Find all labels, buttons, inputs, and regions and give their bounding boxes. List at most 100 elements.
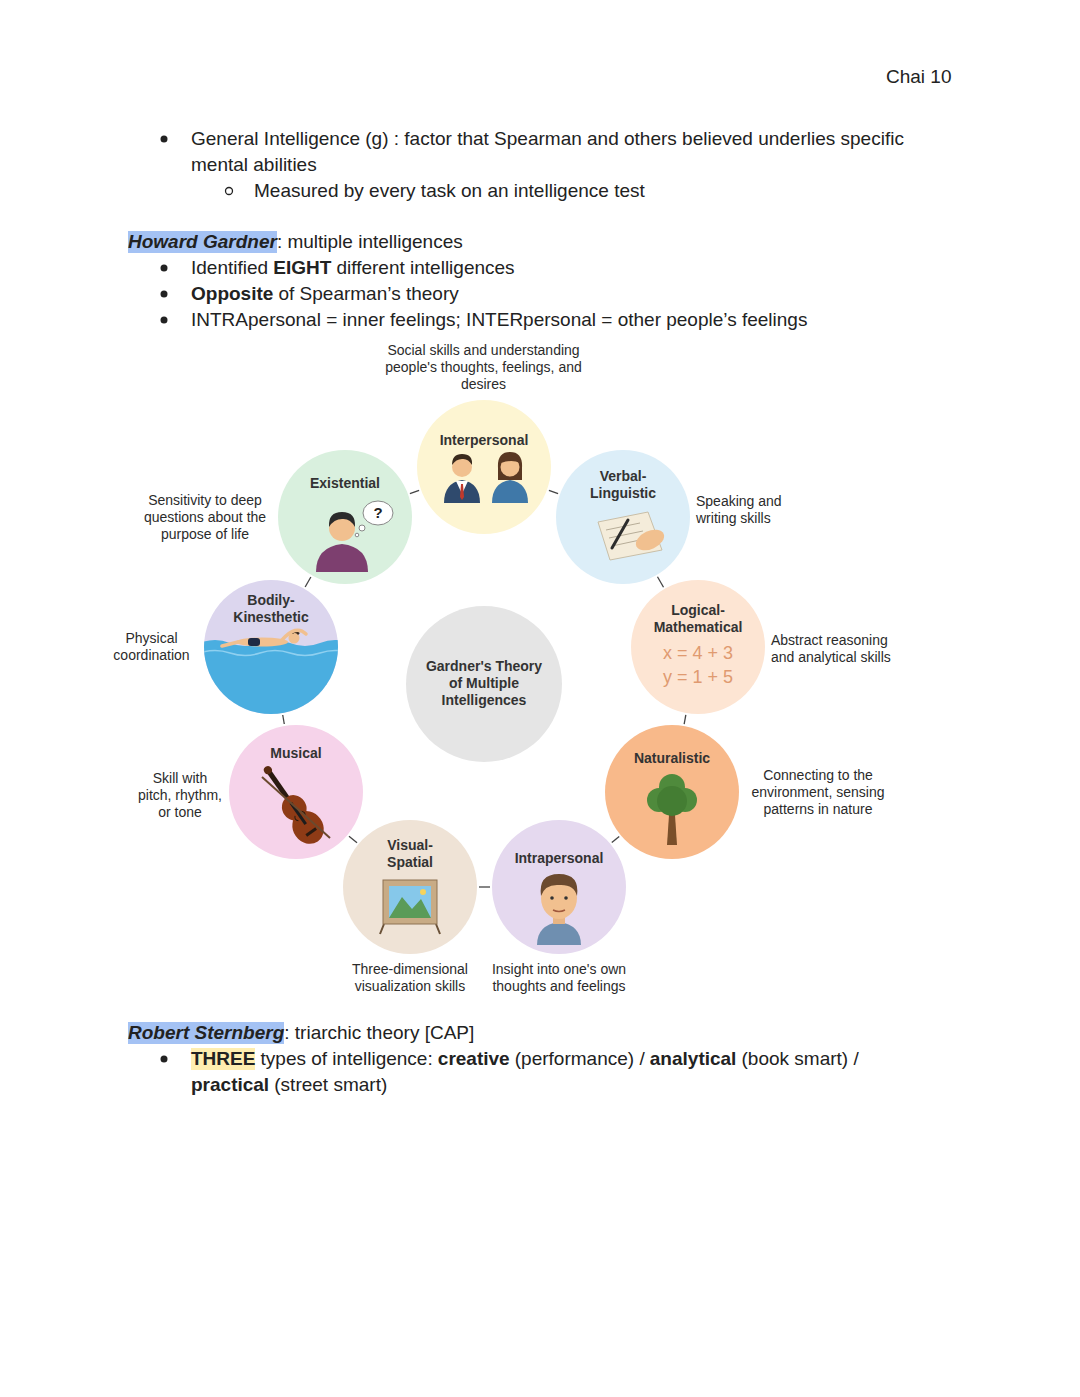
- intelligence-circle: Logical- Mathematicalx = 4 + 3y = 1 + 5A…: [631, 580, 765, 714]
- note-line: General Intelligence (g) : factor that S…: [191, 126, 931, 178]
- people-icon: [501, 456, 520, 463]
- swimmer-icon: [236, 638, 288, 647]
- text-slot: Physical coordination: [104, 630, 199, 664]
- swimmer-icon: [248, 638, 260, 646]
- landscape-picture-icon: [420, 889, 426, 895]
- landscape-picture-icon: [389, 897, 431, 918]
- list-bullets: [161, 265, 168, 272]
- ring-connector: [479, 886, 490, 887]
- text-slot: Intrapersonal: [504, 850, 614, 867]
- list-bullets: [161, 317, 168, 324]
- circle-title: Intrapersonal: [504, 850, 614, 867]
- circle-fill: [605, 725, 739, 859]
- text-slot: Gardner's Theory of Multiple Intelligenc…: [421, 658, 547, 709]
- note-text: analytical: [650, 1046, 737, 1072]
- note-text: creative: [438, 1046, 510, 1072]
- highlighted-term: Howard Gardner: [128, 231, 277, 253]
- list-bullets: [161, 1056, 168, 1063]
- highlighted-term: Robert Sternberg: [128, 1022, 284, 1044]
- text-slot: Connecting to the environment, sensing p…: [743, 767, 893, 818]
- text-slot: Social skills and understanding people's…: [376, 342, 591, 393]
- text-slot: Insight into one's own thoughts and feel…: [489, 961, 629, 995]
- text-slot: Visual- Spatial: [370, 837, 450, 871]
- intelligence-circle: MusicalSkill with pitch, rhythm, or tone: [229, 725, 363, 859]
- list-bullets: [161, 136, 168, 143]
- circle-fill: [631, 580, 765, 714]
- note-text: types of intelligence:: [261, 1046, 433, 1072]
- ring-connector: [410, 490, 419, 493]
- note-text: Measured by every task on an intelligenc…: [254, 180, 645, 201]
- intelligence-circle: NaturalisticConnecting to the environmen…: [605, 725, 739, 859]
- intelligence-circle: Bodily- KinestheticPhysical coordination: [204, 580, 338, 714]
- thinker-icon: [355, 533, 359, 537]
- description: Abstract reasoning and analytical skills: [771, 632, 911, 666]
- circle-title: Musical: [246, 745, 346, 762]
- text-slot: Speaking and writing skills: [696, 493, 806, 527]
- note-text: : multiple intelligences: [277, 229, 463, 255]
- description: Sensitivity to deep questions about the …: [142, 492, 268, 543]
- note-text: EIGHT: [273, 255, 331, 281]
- ring-connector: [549, 490, 558, 493]
- note-text: INTRApersonal = inner feelings; INTERper…: [191, 309, 807, 330]
- highlighted-term: THREE: [191, 1048, 255, 1070]
- circle-title: Interpersonal: [429, 432, 539, 449]
- ring-connector: [349, 836, 357, 843]
- note-text: : triarchic theory [CAP]: [284, 1020, 474, 1046]
- water-icon: [200, 651, 350, 656]
- text-slot: x = 4 + 3: [648, 642, 748, 664]
- writing-icon: [612, 520, 628, 548]
- text-slot: Skill with pitch, rhythm, or tone: [135, 770, 225, 821]
- face-icon: [553, 910, 565, 912]
- thinker-icon: [359, 525, 365, 531]
- face-icon: [564, 896, 568, 900]
- note-line: Chai 10: [886, 64, 952, 90]
- swimmer-icon: [222, 642, 238, 646]
- note-text: different intelligences: [336, 255, 514, 281]
- intelligence-circle: InterpersonalSocial skills and understan…: [417, 400, 551, 534]
- text-slot: Naturalistic: [617, 750, 727, 767]
- intelligence-circle: Verbal- LinguisticSpeaking and writing s…: [556, 450, 690, 584]
- text-slot: ?: [368, 504, 388, 522]
- circle-fill: [492, 820, 626, 954]
- description: Physical coordination: [104, 630, 199, 664]
- intelligence-circle: Gardner's Theory of Multiple Intelligenc…: [406, 606, 562, 762]
- note-line: Measured by every task on an intelligenc…: [254, 178, 954, 204]
- ring-connector: [684, 715, 686, 724]
- note-text: (performance) /: [515, 1046, 645, 1072]
- note-text: Opposite: [191, 281, 273, 307]
- landscape-picture-icon: [389, 886, 431, 918]
- note-line: Howard Gardner: multiple intelligences: [128, 229, 463, 255]
- description: Social skills and understanding people's…: [376, 342, 591, 393]
- note-text: Identified: [191, 255, 268, 281]
- circle-title: Logical- Mathematical: [643, 602, 753, 636]
- list-bullets: [161, 291, 168, 298]
- violin-icon: [305, 827, 317, 836]
- note-text: of Spearman’s theory: [278, 281, 458, 307]
- circle-title: Verbal- Linguistic: [573, 468, 673, 502]
- note-line: Oppositeof Spearman’s theory: [191, 281, 459, 307]
- ring-connector: [612, 836, 619, 842]
- text-slot: Musical: [246, 745, 346, 762]
- people-icon: [498, 452, 522, 480]
- water-icon: [200, 640, 350, 720]
- text-slot: Three-dimensional visualization skills: [340, 961, 480, 995]
- circle-shape: [278, 450, 412, 584]
- description: Insight into one's own thoughts and feel…: [489, 961, 629, 995]
- description: Speaking and writing skills: [696, 493, 806, 527]
- intelligence-circle: IntrapersonalInsight into one's own thou…: [492, 820, 626, 954]
- intelligence-circle: Visual- SpatialThree-dimensional visuali…: [343, 820, 477, 954]
- circle-fill: [556, 450, 690, 584]
- circle-shape: [417, 400, 551, 534]
- circle-title: Bodily- Kinesthetic: [221, 592, 321, 626]
- landscape-picture-icon: [383, 880, 437, 924]
- tree-icon: [657, 786, 687, 816]
- ring-connector: [305, 577, 311, 587]
- description: Three-dimensional visualization skills: [340, 961, 480, 995]
- circle-fill: [278, 450, 412, 584]
- water-icon: [200, 640, 350, 720]
- note-line: Robert Sternberg: triarchic theory [CAP]: [128, 1020, 474, 1046]
- circle-shape: [492, 820, 626, 954]
- ring-connector: [283, 715, 285, 724]
- circle-fill: [406, 606, 562, 762]
